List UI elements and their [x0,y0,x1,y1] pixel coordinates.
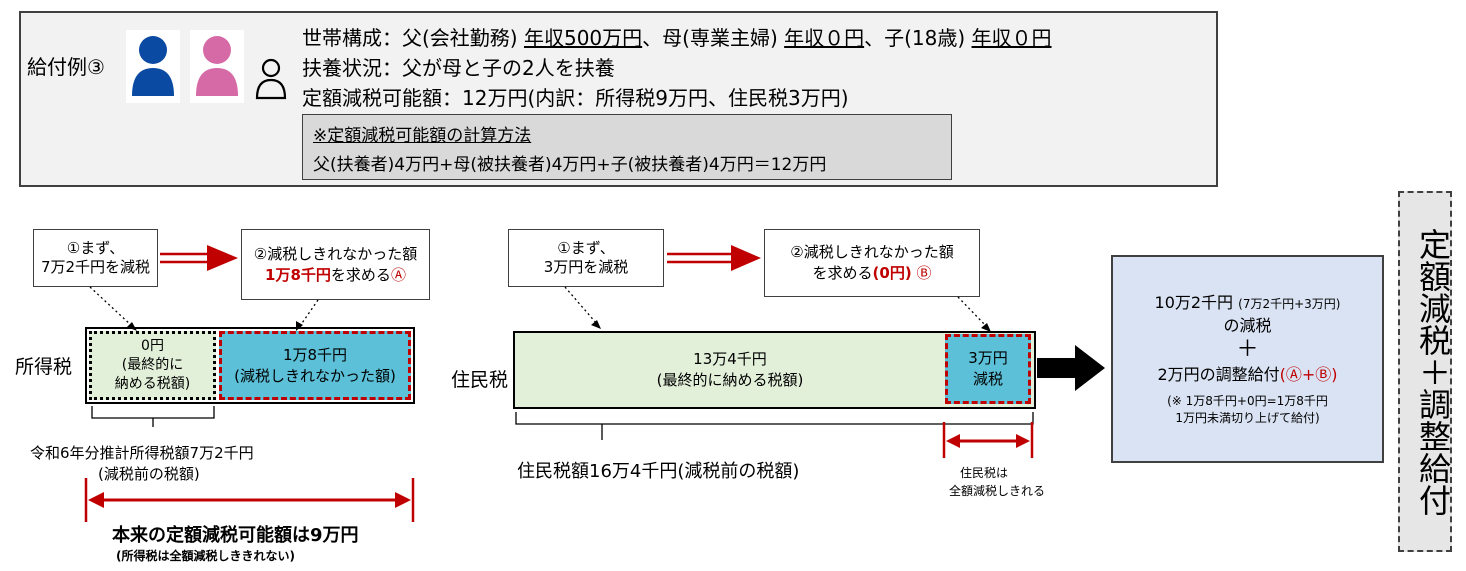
income-possible-note: (所得税は全額減税しききれない) [116,549,295,563]
child-icon [253,56,289,102]
income-paid-line1: 0円 [141,338,164,355]
resident-reduced-line2: 減税 [972,370,1003,388]
resident-step2-amount: (0円) [872,264,912,282]
calc-method-box: ※定額減税可能額の計算方法 父(扶養者)4万円+母(被扶養者)4万円+子(被扶養… [302,114,952,180]
income-step1-line2: 7万2千円を減税 [40,258,151,276]
result-note-line1: (※ 1万8千円+0円=1万8千円 [1167,393,1328,408]
resident-reduced-line1: 3万円 [968,349,1008,367]
income-step2-mark: Ⓐ [390,265,406,284]
resident-step2-prefix: を求める [812,264,873,282]
income-remaining-segment: 1万8千円 (減税しきれなかった額) [219,331,411,400]
example-title: 給付例③ [27,55,105,79]
resident-step2-pointer [957,296,988,328]
side-label: 定額減税＋調整給付 [1414,228,1452,516]
father-icon [126,30,180,103]
income-step2-suffix: を求める [330,265,391,284]
income-estimated-line2: (減税前の税額) [98,465,200,483]
calc-method-body: 父(扶養者)4万円+母(被扶養者)4万円+子(被扶養者)4万円＝12万円 [313,155,827,175]
income-estimated-line1: 令和6年分推計所得税額7万2千円 [30,444,254,462]
income-step2-line1: ②減税しきれなかった額 [253,244,418,263]
result-reduction-breakdown: (7万2千円+3万円) [1238,296,1341,311]
income-step2-amount: 1万8千円 [265,265,331,284]
father-income: 年収500万円 [523,26,643,50]
reduction-line: 定額減税可能額：12万円(内訳：所得税9万円、住民税3万円) [302,86,849,110]
child-income: 年収０円 [971,26,1052,50]
resident-step2-mark: Ⓑ [916,264,932,282]
result-adjustment: 2万円の調整給付 [1157,365,1280,385]
household-sep2: 、子(18歳) [864,26,972,50]
income-paid-line3: 納める税額) [114,375,191,392]
result-reduction-label: の減税 [1223,315,1272,335]
to-result-arrow [1037,345,1105,391]
resident-total-bracket [515,412,1034,425]
resident-paid-line2: (最終的に納める税額) [656,371,804,389]
resident-step2-line1: ②減税しきれなかった額 [790,243,954,261]
resident-step1-line1: ①まず、 [557,238,615,257]
result-reduction-amount: 10万2千円 [1154,292,1234,312]
income-tax-label: 所得税 [15,356,73,378]
income-step2-box: ②減税しきれなかった額 1万8千円を求めるⒶ [241,229,430,300]
resident-full-line2: 全額減税しきれる [949,484,1046,498]
result-box: 10万2千円 (7万2千円+3万円) の減税 ＋ 2万円の調整給付(Ⓐ+Ⓑ) (… [1111,255,1384,463]
income-step2-pointer [299,299,319,327]
resident-paid-segment: 13万4千円 (最終的に納める税額) [515,333,945,407]
household-sep1: 、母(専業主婦) [642,26,785,50]
household-line: 世帯構成：父(会社勤務) 年収500万円、母(専業主婦) 年収０円、子(18歳)… [302,22,1052,51]
mother-icon [190,30,244,103]
result-adjustment-mark: (Ⓐ+Ⓑ) [1279,365,1338,385]
result-note-line2: 1万円未満切り上げて給付) [1175,410,1320,425]
household-label: 世帯構成：父(会社勤務) [302,26,524,50]
income-step1-box: ①まず、 7万2千円を減税 [33,229,158,287]
resident-reduced-segment: 3万円 減税 [945,334,1031,404]
calc-method-title: ※定額減税可能額の計算方法 [313,126,532,146]
income-paid-segment: 0円 (最終的に 納める税額) [89,331,216,400]
resident-step1-line2: 3万円を減税 [543,258,629,276]
mother-income: 年収０円 [784,26,865,50]
income-paid-line2: (最終的に [121,357,184,374]
resident-step1-box: ①まず、 3万円を減税 [508,229,664,287]
resident-total: 住民税額16万4千円(減税前の税額) [517,461,800,482]
dependency-line: 扶養状況：父が母と子の2人を扶養 [302,56,615,80]
resident-tax-label: 住民税 [451,369,509,391]
resident-step2-box: ②減税しきれなかった額 を求める(0円) Ⓑ [764,229,980,297]
resident-step-arrow [667,245,761,271]
income-step-arrow [160,245,238,271]
side-label-box [1398,191,1452,552]
income-possible-amount: 本来の定額減税可能額は9万円 [112,525,359,546]
income-step1-line1: ①まず、 [66,238,125,257]
income-tax-bar [85,327,415,404]
resident-full-line1: 住民税は [960,466,1009,480]
resident-paid-line1: 13万4千円 [693,350,767,368]
income-paid-bracket [91,406,215,419]
income-remaining-line2: (減税しきれなかった額) [234,366,396,385]
income-step1-pointer [89,286,133,327]
result-plus: ＋ [1236,337,1259,362]
income-remaining-line1: 1万8千円 [282,345,348,364]
resident-step1-pointer [564,286,598,325]
